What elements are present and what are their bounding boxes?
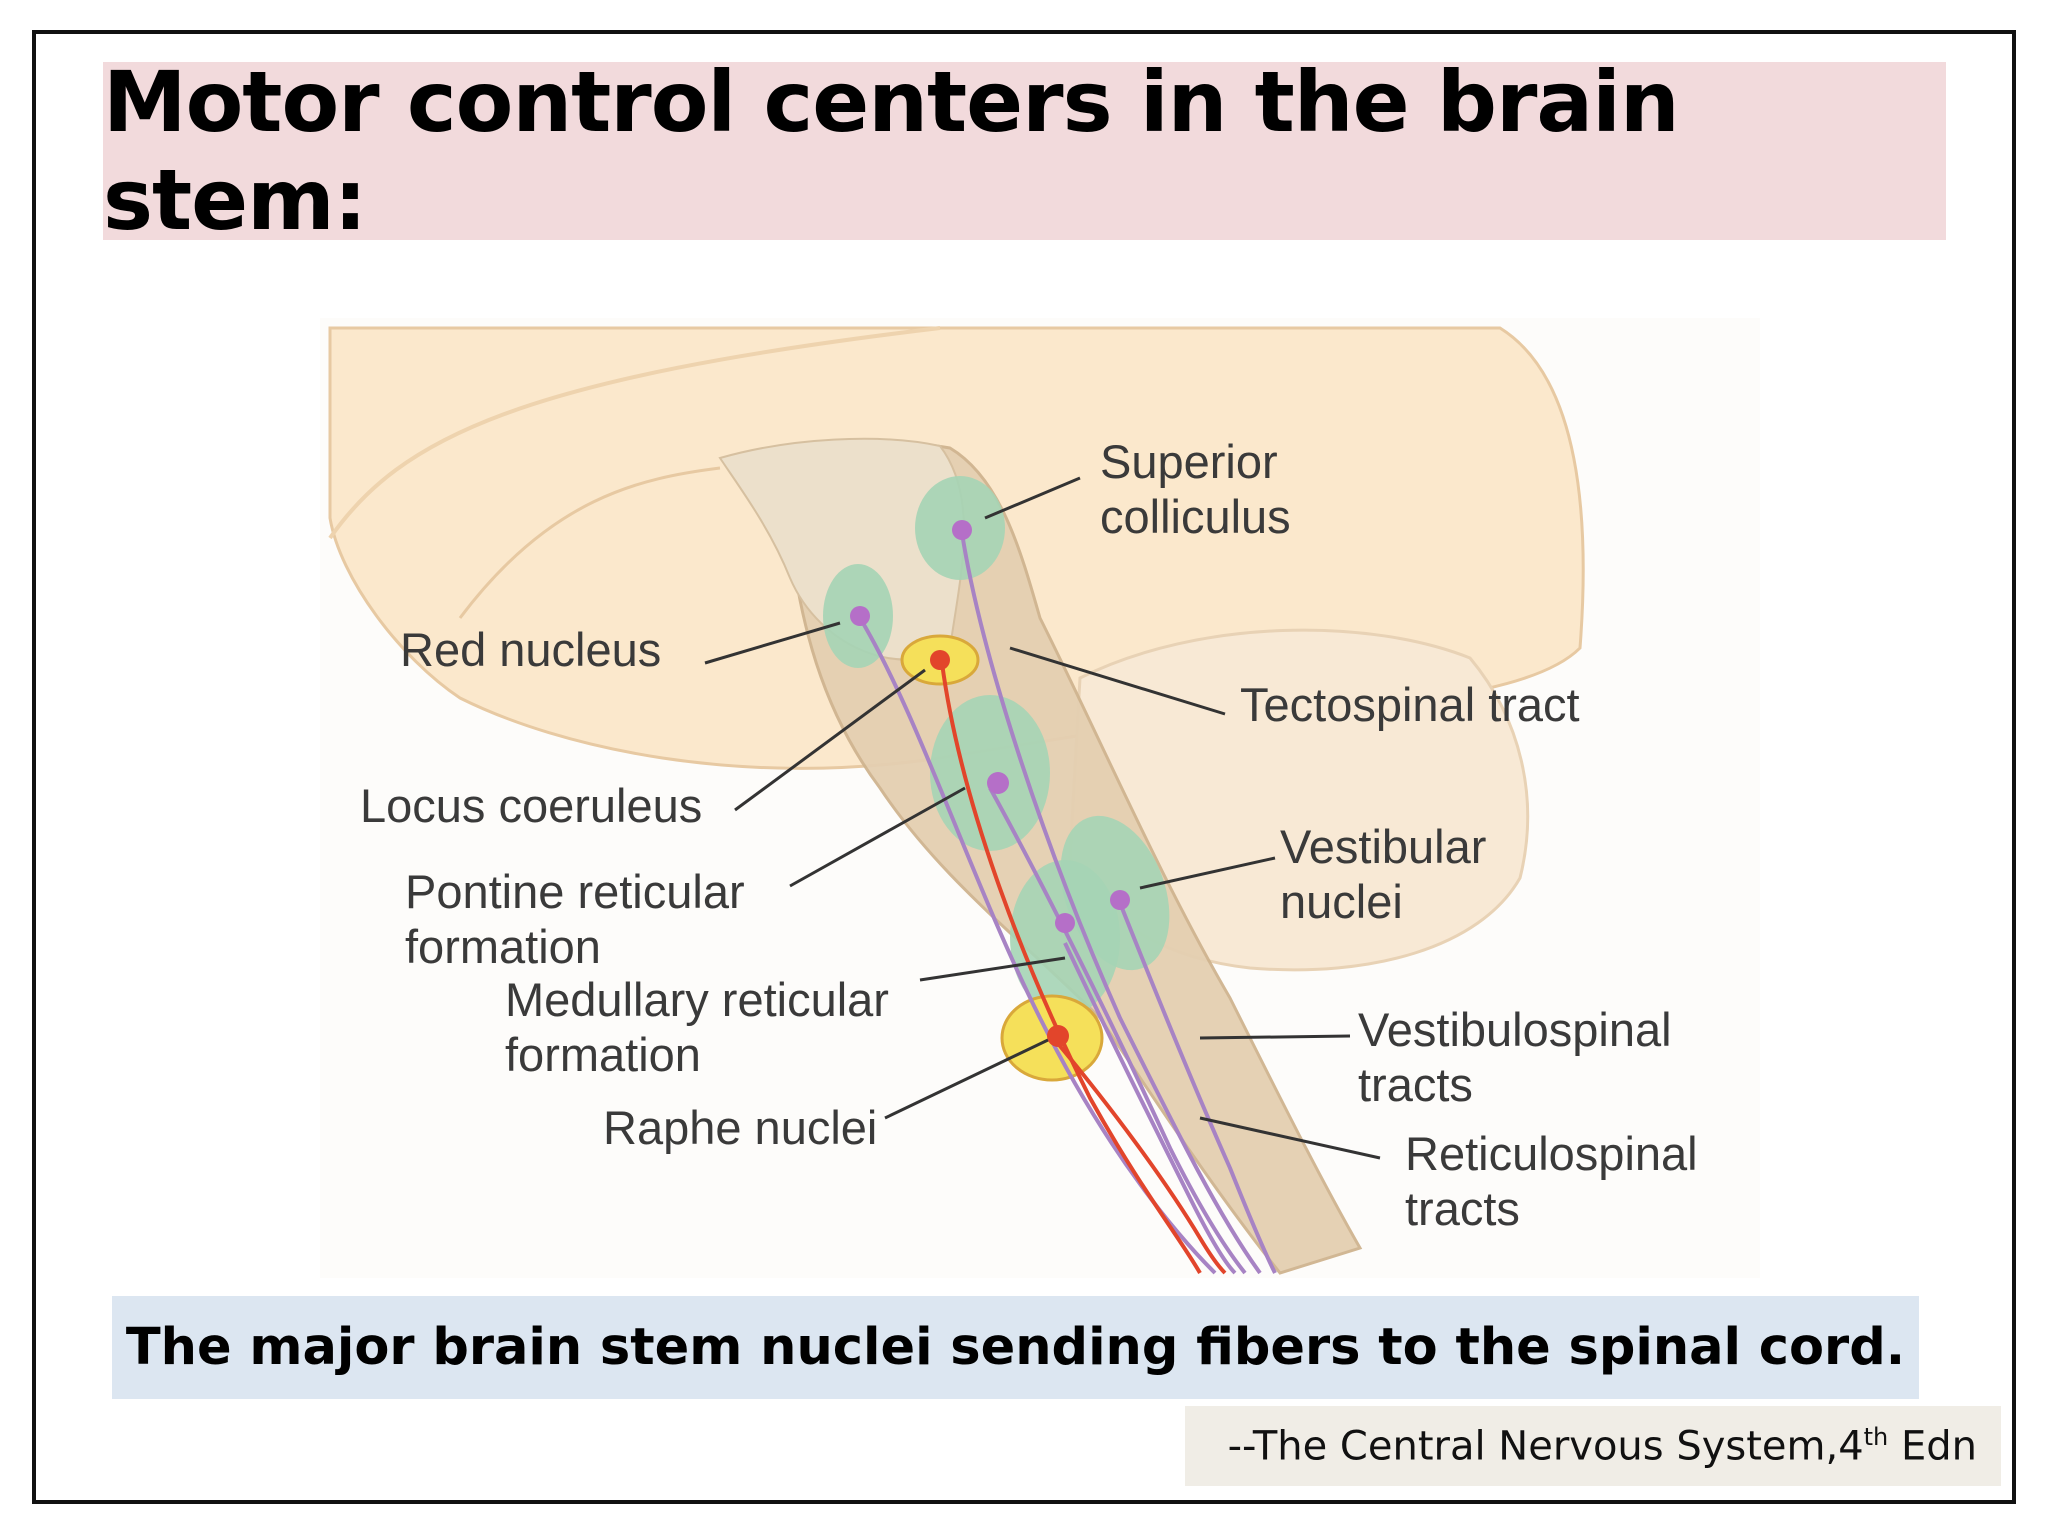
- leader-vestibulospinal: [1199, 1034, 1351, 1040]
- caption-band: The major brain stem nuclei sending fibe…: [112, 1296, 1919, 1399]
- source-prefix: --The Central Nervous System,4: [1227, 1423, 1864, 1470]
- raphe-neuron: [1047, 1025, 1069, 1047]
- superior-colliculus-neuron: [952, 520, 972, 540]
- brainstem-diagram: Superior colliculus Red nucleus Tectospi…: [320, 318, 1760, 1278]
- leader-vestibular: [1139, 856, 1276, 890]
- medullary-reticular-neuron: [1055, 913, 1075, 933]
- source-citation: --The Central Nervous System,4th Edn: [1185, 1406, 2001, 1486]
- source-text: --The Central Nervous System,4th Edn: [1228, 1423, 1977, 1469]
- leader-locus-coeruleus: [734, 668, 926, 812]
- leader-reticulospinal: [1199, 1116, 1381, 1160]
- leader-tectospinal: [1009, 646, 1226, 716]
- brainstem-illustration: Superior colliculus Red nucleus Tectospi…: [320, 318, 1760, 1278]
- locus-coeruleus-neuron: [930, 650, 950, 670]
- vestibular-neuron: [1110, 890, 1130, 910]
- pontine-tract-line: [988, 787, 1247, 1275]
- leader-pontine: [789, 786, 966, 888]
- label-raphe-nuclei: Raphe nuclei: [603, 1101, 877, 1154]
- cerebrum-fold: [328, 326, 941, 540]
- tectospinal-tract-line: [960, 532, 1262, 1275]
- raphe-tract-line: [1053, 1038, 1227, 1275]
- medullary-tract-line: [1063, 942, 1237, 1275]
- leader-superior-colliculus: [984, 476, 1081, 520]
- red-tracts: [940, 662, 1227, 1275]
- title-band: Motor control centers in the brain stem:: [103, 53, 1946, 249]
- leader-red-nucleus: [704, 621, 841, 665]
- label-superior-colliculus: Superior colliculus: [1100, 435, 1291, 543]
- label-reticulospinal-tracts: Reticulospinal tracts: [1405, 1127, 1711, 1235]
- label-medullary-reticular-formation: Medullary reticular formation: [505, 973, 902, 1081]
- pontine-reticular-neuron: [987, 772, 1009, 794]
- label-vestibular-nuclei: Vestibular nuclei: [1280, 820, 1499, 928]
- pontine-reticular-nucleus: [930, 695, 1050, 851]
- midbrain-fold: [458, 466, 721, 619]
- label-red-nucleus: Red nucleus: [400, 623, 661, 676]
- leader-medullary: [919, 956, 1066, 982]
- medullary-reticular-nucleus: [1010, 860, 1120, 1016]
- label-tectospinal-tract: Tectospinal tract: [1240, 678, 1580, 731]
- figure-caption: The major brain stem nuclei sending fibe…: [125, 1318, 1906, 1377]
- slide-title: Motor control centers in the brain stem:: [103, 53, 1680, 249]
- label-vestibulospinal-tracts: Vestibulospinal tracts: [1358, 1003, 1685, 1111]
- label-pontine-reticular-formation: Pontine reticular formation: [405, 865, 758, 973]
- locus-coeruleus-tract-line: [940, 662, 1202, 1274]
- label-locus-coeruleus: Locus coeruleus: [360, 779, 702, 832]
- vestibular-tract-line: [1118, 902, 1277, 1274]
- leader-lines: [704, 476, 1381, 1160]
- source-suffix: Edn: [1888, 1423, 1977, 1470]
- leader-raphe: [884, 1038, 1049, 1120]
- neuron-markers: [850, 520, 1130, 1047]
- red-nucleus-neuron: [850, 606, 870, 626]
- source-superscript: th: [1863, 1422, 1889, 1451]
